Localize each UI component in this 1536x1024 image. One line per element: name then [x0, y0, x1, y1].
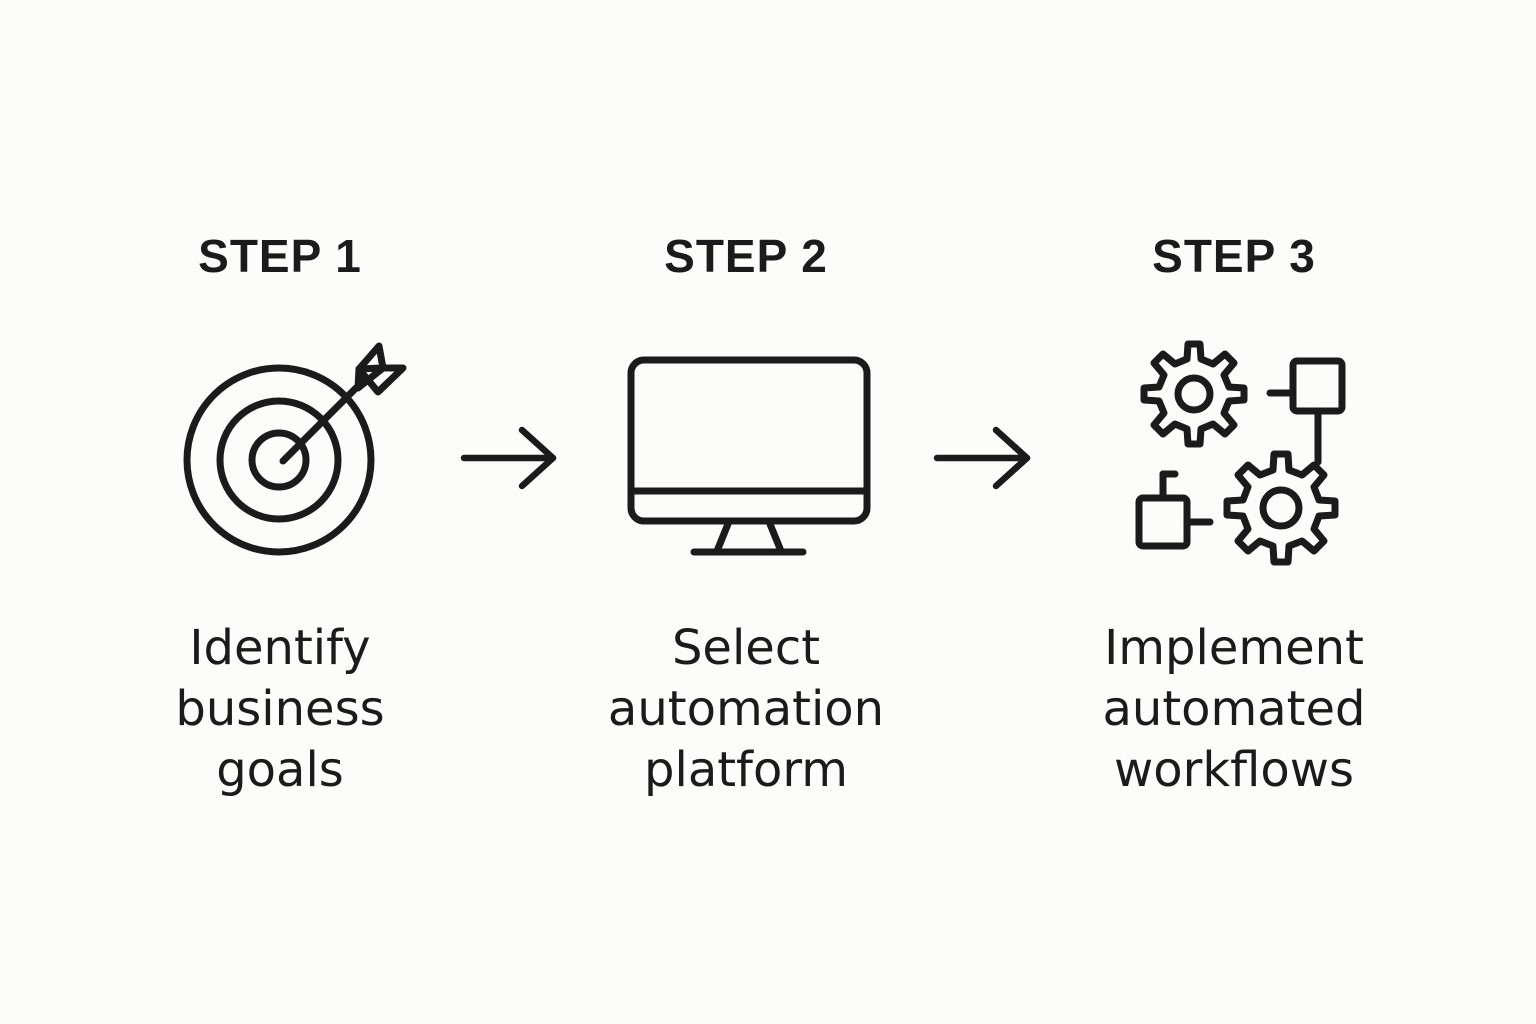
step-1-description-line: Identify	[189, 620, 371, 676]
right-arrow-icon	[460, 426, 557, 490]
step-2-description-line: platform	[644, 742, 848, 798]
step-3-description: Implement automated workflows	[1054, 618, 1414, 801]
step-1-description: Identify business goals	[100, 618, 460, 801]
step-2-description-line: automation	[607, 681, 885, 737]
step-3-description-line: automated	[1102, 681, 1366, 737]
step-1: STEP 1 Identify business goals	[100, 0, 460, 1024]
desktop-monitor-icon	[627, 356, 871, 556]
step-3: STEP 3 Implement automated workflows	[1054, 0, 1414, 1024]
step-1-description-line: goals	[216, 742, 344, 798]
step-2: STEP 2 Select automation platform	[566, 0, 926, 1024]
step-1-title: STEP 1	[198, 230, 362, 282]
step-1-description-line: business	[175, 681, 385, 737]
step-3-description-line: workflows	[1113, 742, 1355, 798]
step-2-description-line: Select	[671, 620, 821, 676]
step-2-description: Select automation platform	[566, 618, 926, 801]
right-arrow-icon	[933, 426, 1031, 490]
gears-workflow-icon	[1135, 340, 1346, 566]
step-2-title: STEP 2	[664, 230, 828, 282]
target-with-arrow-icon	[183, 342, 407, 556]
step-3-title: STEP 3	[1152, 230, 1316, 282]
step-3-description-line: Implement	[1104, 620, 1364, 676]
